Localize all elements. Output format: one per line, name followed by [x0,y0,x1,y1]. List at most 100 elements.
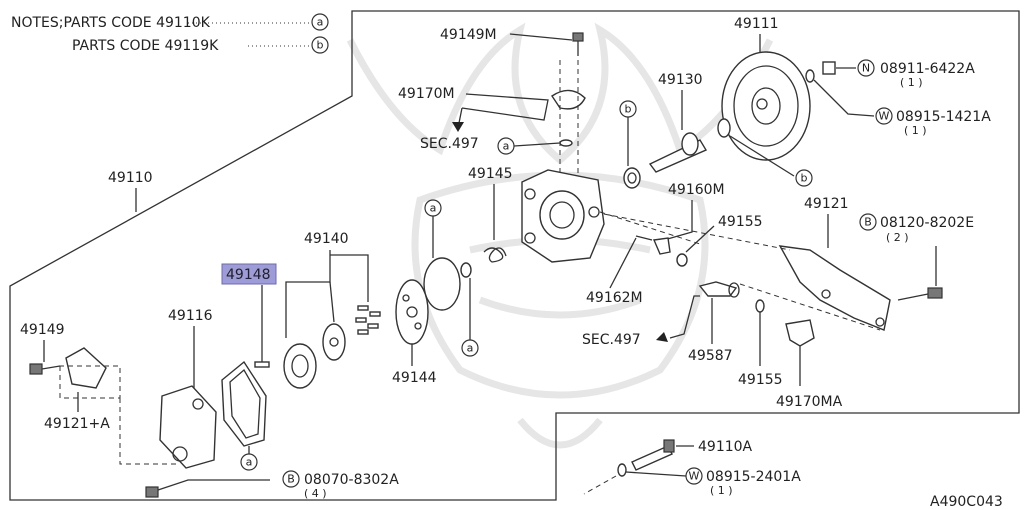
notes-line-2-mark: b [317,39,324,52]
bracket-icon [551,89,586,110]
marker-b-icon [311,36,329,54]
fastener-08915-1421A[interactable]: W 08915-1421A ( 1 ) [805,69,991,137]
marker-W-icon [685,467,703,485]
part-49140[interactable]: 49140 [285,231,381,361]
notes-line-2: PARTS CODE 49119K [72,38,219,54]
gasket [221,360,267,447]
part-49130[interactable]: 49130 [648,72,731,173]
part-49116[interactable]: 49116 [159,308,217,469]
o-ring-small-icon [460,262,472,278]
marker-B-icon [282,470,300,488]
cam-ring [283,343,317,389]
label-49110[interactable]: 49110 [108,170,153,186]
o-ring-large-icon [423,257,461,311]
part-49121A[interactable]: 49121+A [44,347,178,465]
label-49587[interactable]: 49587 [688,348,733,364]
label-49155-top[interactable]: 49155 [718,214,763,230]
svg-text:a: a [246,456,253,469]
marker-a-icon [240,453,258,471]
label-49145[interactable]: 49145 [468,166,513,182]
svg-text:B: B [864,216,872,229]
highlight-box [221,263,277,285]
label-49162M[interactable]: 49162M [586,290,643,306]
part-49149[interactable]: 49149 [20,322,65,375]
fitting-icon [785,319,815,347]
fastener-code: 08915-1421A [896,109,991,125]
part-49121[interactable]: 49121 [603,196,891,331]
label-49121[interactable]: 49121 [804,196,849,212]
cover-icon [159,385,217,469]
label-49116[interactable]: 49116 [168,308,213,324]
bracket-icon [65,347,107,389]
nut-icon [822,61,836,75]
label-49144[interactable]: 49144 [392,370,437,386]
fastener-code: 08915-2401A [706,469,801,485]
marker-b-icon [795,169,813,187]
label-49121A[interactable]: 49121+A [44,416,110,432]
label-49148[interactable]: 49148 [226,267,271,283]
snap-ring-icon [717,118,731,138]
label-49149M[interactable]: 49149M [440,27,497,43]
part-49162M[interactable]: 49162M [586,211,701,306]
svg-text:a: a [467,342,474,355]
sec-497-bottom[interactable]: SEC.497 [582,332,641,348]
part-49148[interactable]: 49148 [221,263,277,368]
spring-small-icon [635,235,653,241]
seal-icon [623,167,641,189]
bolt-icon [572,32,584,42]
label-49110A[interactable]: 49110A [698,439,753,455]
marker-N-icon [857,59,875,77]
pump-body [521,169,605,263]
part-49160M[interactable]: 49160M [652,182,725,255]
fastener-code: 08120-8202E [880,215,974,231]
label-49155-bottom[interactable]: 49155 [738,372,783,388]
washer-icon [617,463,627,477]
label-49140[interactable]: 49140 [304,231,349,247]
part-49155-bottom[interactable]: 49155 [738,299,783,388]
svg-text:B: B [287,473,295,486]
fastener-08915-2401A[interactable]: W 08915-2401A ( 1 ) [583,463,801,497]
fastener-qty: ( 2 ) [886,231,909,244]
part-49170M[interactable]: 49170M [398,60,586,180]
bolt-icon [145,486,159,498]
fastener-08911-6422A[interactable]: N 08911-6422A ( 1 ) [822,59,975,89]
part-49110A[interactable]: 49110A [631,439,753,471]
bracket-icon [778,245,891,331]
part-49111[interactable]: 49111 [721,16,811,161]
svg-text:a: a [430,202,437,215]
label-49170MA[interactable]: 49170MA [776,394,843,410]
label-49149[interactable]: 49149 [20,322,65,338]
valve-icon [652,237,671,255]
label-49170M[interactable]: 49170M [398,86,455,102]
part-49145[interactable]: 49145 [468,166,513,263]
fastener-08120-8202E[interactable]: B 08120-8202E ( 2 ) [859,213,974,301]
part-49144[interactable]: 49144 [392,279,437,386]
part-49155-top[interactable]: 49155 [676,214,763,267]
bolt-icon [927,287,943,299]
label-49111[interactable]: 49111 [734,16,779,32]
pin-icon [254,361,270,368]
rotor-icon [322,323,346,361]
svg-text:N: N [862,62,870,75]
bolt-icon [29,363,43,375]
fastener-qty: ( 4 ) [304,487,327,500]
o-ring-icon [676,253,688,267]
assembly-frame [9,10,1020,501]
fastener-code: 08911-6422A [880,61,975,77]
notes-line-1-mark: a [317,16,324,29]
spring-icon [483,247,507,263]
marker-B-icon [859,213,877,231]
label-49160M[interactable]: 49160M [668,182,725,198]
svg-text:b: b [625,103,632,116]
switch-icon [698,281,738,297]
marker-W-icon [875,107,893,125]
part-49587[interactable]: 49587 [656,281,740,364]
fastener-code: 08070-8302A [304,472,399,488]
fastener-08070-8302A[interactable]: B 08070-8302A ( 4 ) [145,470,399,500]
marker-a-icon [461,339,479,357]
part-49149M[interactable]: 49149M [440,27,584,56]
sec-497-top[interactable]: SEC.497 [420,136,479,152]
label-49130[interactable]: 49130 [658,72,703,88]
svg-text:b: b [801,172,808,185]
part-49170MA[interactable]: 49170MA [776,319,843,410]
